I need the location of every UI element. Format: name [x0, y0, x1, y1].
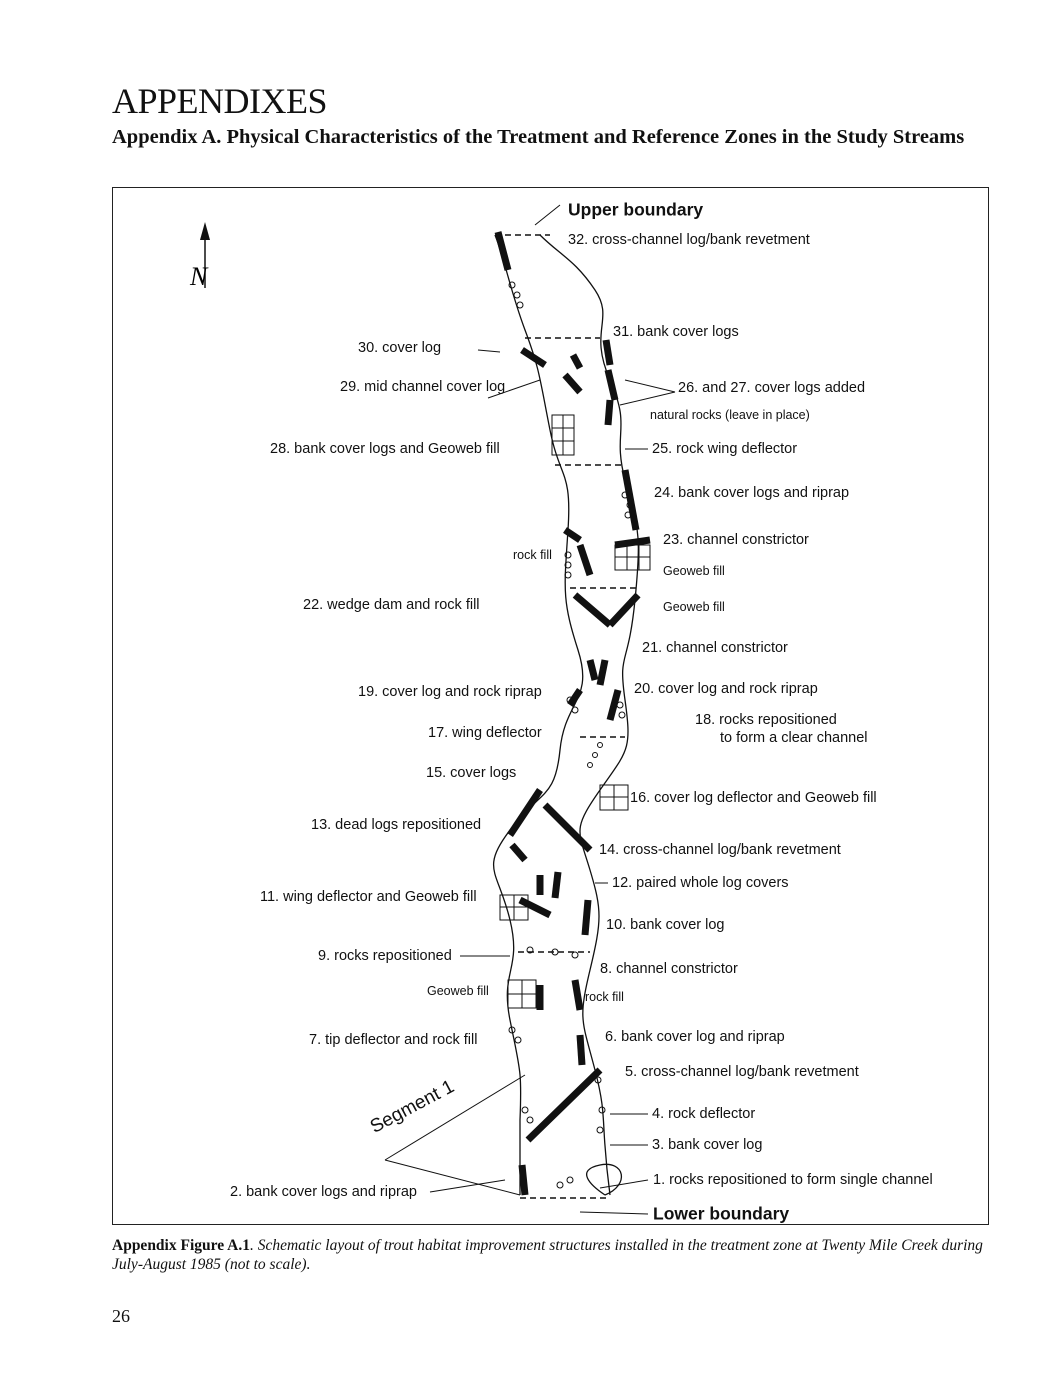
label-8: 8. channel constrictor [600, 961, 738, 977]
label-7: 7. tip deflector and rock fill [309, 1032, 478, 1048]
page-number: 26 [112, 1306, 130, 1326]
label-13: 13. dead logs repositioned [311, 817, 482, 833]
rock-fill-label: rock fill [585, 990, 624, 1004]
label-11: 11. wing deflector and Geoweb fill [260, 889, 477, 905]
label-20: 20. cover log and rock riprap [634, 681, 818, 697]
natural-rocks-label: natural rocks (leave in place) [650, 408, 810, 422]
label-26-27: 26. and 27. cover logs added [678, 380, 866, 396]
label-3: 3. bank cover log [652, 1137, 763, 1153]
label-17: 17. wing deflector [428, 725, 542, 741]
label-31: 31. bank cover logs [613, 324, 739, 340]
figure-caption: Appendix Figure A.1. Schematic layout of… [112, 1236, 992, 1274]
label-15: 15. cover logs [426, 765, 517, 781]
label-4: 4. rock deflector [652, 1106, 756, 1122]
figure-number: Appendix Figure A.1 [112, 1237, 250, 1254]
label-25: 25. rock wing deflector [652, 441, 798, 457]
upper-boundary-label: Upper boundary [568, 199, 704, 220]
label-30: 30. cover log [358, 340, 442, 356]
label-12: 12. paired whole log covers [612, 875, 789, 891]
geoweb-fill [499, 414, 651, 1009]
label-10: 10. bank cover log [606, 917, 725, 933]
leader-arrows [384, 204, 676, 1215]
cross-channel-dashes [505, 234, 640, 1199]
label-18: 18. rocks repositioned [695, 712, 837, 728]
label-23: 23. channel constrictor [663, 532, 809, 548]
label-6: 6. bank cover log and riprap [605, 1029, 785, 1045]
north-label: N [189, 262, 209, 291]
label-21: 21. channel constrictor [642, 640, 788, 656]
lower-boundary-label: Lower boundary [653, 1203, 790, 1224]
geoweb-fill-label: Geoweb fill [663, 564, 725, 578]
section-title: APPENDIXES [112, 81, 328, 121]
label-1: 1. rocks repositioned to form single cha… [653, 1172, 933, 1188]
label-24: 24. bank cover logs and riprap [654, 485, 850, 501]
label-5: 5. cross-channel log/bank revetment [625, 1064, 859, 1080]
label-9: 9. rocks repositioned [318, 948, 452, 964]
north-arrow-icon: N [189, 222, 210, 291]
label-28: 28. bank cover logs and Geoweb fill [270, 441, 500, 457]
label-32: 32. cross-channel log/bank revetment [568, 232, 810, 248]
rock-riprap [508, 281, 634, 1189]
rock-fill-label: rock fill [513, 548, 552, 562]
caption-text: . Schematic layout of trout habitat impr… [112, 1237, 983, 1273]
cover-logs [494, 231, 651, 1196]
label-19: 19. cover log and rock riprap [358, 684, 542, 700]
label-18-cont: to form a clear channel [720, 730, 868, 746]
label-14: 14. cross-channel log/bank revetment [599, 842, 841, 858]
figure-frame [112, 187, 989, 1225]
appendix-title: Appendix A. Physical Characteristics of … [112, 126, 965, 148]
geoweb-fill-label: Geoweb fill [663, 600, 725, 614]
label-16: 16. cover log deflector and Geoweb fill [630, 790, 877, 806]
label-22: 22. wedge dam and rock fill [303, 597, 480, 613]
label-29: 29. mid channel cover log [340, 379, 506, 395]
geoweb-fill-label: Geoweb fill [427, 984, 489, 998]
label-2: 2. bank cover logs and riprap [230, 1184, 417, 1200]
